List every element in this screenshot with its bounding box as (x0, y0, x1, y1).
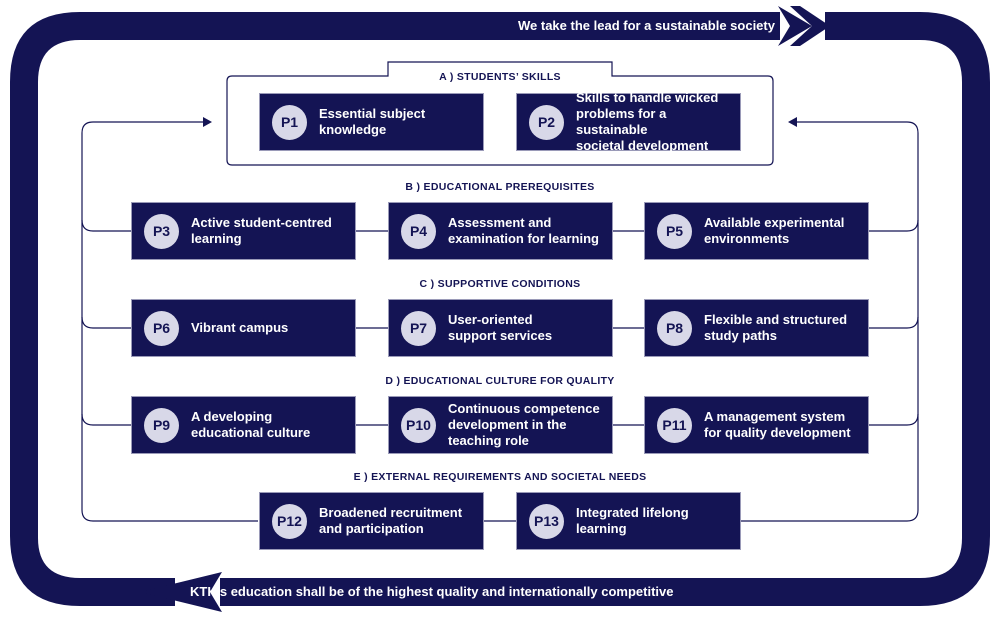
right-branch-p11 (868, 413, 919, 426)
principle-number: P3 (144, 213, 179, 249)
principle-box-p1: P1 Essential subject knowledge (259, 93, 484, 151)
principle-box-p11: P11 A management system for quality deve… (644, 396, 869, 454)
top-arrow-gap (790, 6, 830, 46)
principle-box-p6: P6 Vibrant campus (131, 299, 356, 357)
bottom-arrowhead (140, 572, 222, 612)
principle-number: P2 (529, 104, 564, 140)
principle-number: P10 (401, 407, 436, 443)
left-branch-p6 (81, 316, 132, 329)
principle-text: Integrated lifelong learning (576, 505, 689, 536)
principle-text: Available experimental environments (704, 215, 845, 246)
principle-number: P11 (657, 407, 692, 443)
left-branch-p9 (81, 413, 132, 426)
top-banner-text: We take the lead for a sustainable socie… (518, 18, 775, 33)
bottom-banner-text: KTH’s education shall be of the highest … (190, 584, 674, 599)
top-arrowhead (778, 6, 812, 46)
section-b-label: B ) EDUCATIONAL PREREQUISITES (405, 181, 595, 193)
principle-box-p8: P8 Flexible and structured study paths (644, 299, 869, 357)
principle-number: P7 (401, 310, 436, 346)
principle-box-p10: P10 Continuous competence development in… (388, 396, 613, 454)
principle-text: Vibrant campus (191, 320, 289, 335)
section-e-label: E ) EXTERNAL REQUIREMENTS AND SOCIETAL N… (353, 471, 647, 483)
principle-box-p7: P7 User-oriented support services (388, 299, 613, 357)
principle-text: A developing educational culture (191, 409, 311, 440)
principle-text: A management system for quality developm… (704, 409, 851, 440)
principle-number: P5 (657, 213, 692, 249)
principle-number: P1 (272, 104, 307, 140)
right-feedback-arrowhead (788, 117, 797, 127)
principle-number: P12 (272, 503, 307, 539)
left-branch-p3 (81, 219, 132, 232)
principle-box-p5: P5 Available experimental environments (644, 202, 869, 260)
principle-text: Essential subject knowledge (319, 106, 426, 137)
principle-text: Assessment and examination for learning (448, 215, 599, 246)
principle-box-p2: P2 Skills to handle wicked problems for … (516, 90, 741, 153)
principle-text: Flexible and structured study paths (704, 312, 848, 343)
principle-number: P9 (144, 407, 179, 443)
right-branch-p8 (868, 316, 919, 329)
section-c-label: C ) SUPPORTIVE CONDITIONS (419, 278, 581, 290)
principle-number: P8 (657, 310, 692, 346)
principle-box-p4: P4 Assessment and examination for learni… (388, 202, 613, 260)
principle-number: P13 (529, 503, 564, 539)
principle-box-p12: P12 Broadened recruitment and participat… (259, 492, 484, 550)
left-feedback-arrowhead (203, 117, 212, 127)
principle-box-p9: P9 A developing educational culture (131, 396, 356, 454)
principle-number: P6 (144, 310, 179, 346)
principle-text: User-oriented support services (448, 312, 553, 343)
section-a-label: A ) STUDENTS’ SKILLS (439, 71, 561, 83)
principle-number: P4 (401, 213, 436, 249)
principle-text: Active student-centred learning (191, 215, 332, 246)
principle-text: Broadened recruitment and participation (319, 505, 463, 536)
right-branch-p5 (868, 219, 919, 232)
section-a-outline (226, 61, 774, 166)
principle-text: Continuous competence development in the… (448, 401, 600, 448)
principle-box-p13: P13 Integrated lifelong learning (516, 492, 741, 550)
principle-text: Skills to handle wicked problems for a s… (576, 90, 719, 153)
principle-box-p3: P3 Active student-centred learning (131, 202, 356, 260)
section-d-label: D ) EDUCATIONAL CULTURE FOR QUALITY (385, 375, 615, 387)
